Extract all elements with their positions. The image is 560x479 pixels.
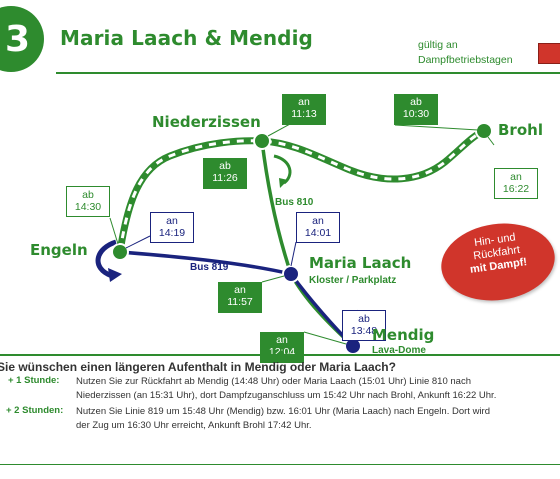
maria-laach-bus-arrival-box: an 14:01 (296, 212, 340, 243)
time-label: an (276, 334, 288, 346)
brohl-departure-box: ab 10:30 (394, 94, 438, 125)
route-map (95, 122, 495, 354)
option-text-line: der Zug um 16:30 Uhr erreicht, Ankunft B… (76, 420, 312, 431)
footer-divider-bottom (0, 464, 560, 465)
time-label: an (510, 171, 522, 183)
header-divider (56, 72, 560, 74)
option-text-line: Nutzen Sie Linie 819 um 15:48 Uhr (Mendi… (76, 406, 490, 417)
engeln-turn-arrow (95, 239, 117, 279)
niederzissen-dot (253, 132, 271, 150)
time-value: 12:04 (268, 346, 296, 358)
station-niederzissen: Niederzissen (152, 113, 261, 131)
niederzissen-departure-box: ab 11:26 (203, 158, 247, 189)
time-label: ab (82, 189, 94, 201)
time-value: 11:57 (227, 296, 253, 308)
route-number: 3 (4, 18, 30, 60)
time-value: 11:13 (291, 108, 317, 120)
engeln-arrival-box: an 14:19 (150, 212, 194, 243)
station-brohl: Brohl (498, 121, 543, 139)
engeln-departure-box: ab 14:30 (66, 186, 110, 217)
validity-line-1: gültig an (418, 39, 458, 51)
validity-note: gültig an Dampfbetriebstagen (418, 38, 513, 68)
station-mendig: Mendig (372, 326, 435, 344)
brohl-dot (475, 122, 493, 140)
time-label: an (234, 284, 246, 296)
time-value: 14:01 (304, 227, 332, 239)
engeln-dot (111, 243, 129, 261)
time-value: 14:19 (158, 227, 186, 239)
niederzissen-arrival-box: an 11:13 (282, 94, 326, 125)
validity-color-swatch (538, 43, 560, 64)
station-maria-laach-sub: Kloster / Parkplatz (309, 275, 397, 286)
time-label: an (298, 96, 310, 108)
time-value: 13:48 (350, 325, 378, 337)
footer-question: Sie wünschen einen längeren Aufenthalt i… (0, 360, 396, 374)
option-text: Nutzen Sie Linie 819 um 15:48 Uhr (Mendi… (76, 405, 560, 433)
time-value: 10:30 (402, 108, 430, 120)
maria-laach-dot (282, 265, 300, 283)
station-engeln: Engeln (30, 241, 88, 259)
station-maria-laach: Maria Laach (309, 254, 412, 272)
option-label: + 2 Stunden: (6, 405, 64, 416)
bus-819-line (119, 250, 355, 348)
mendig-arrival-box: an 12:04 (260, 332, 304, 363)
time-value: 14:30 (74, 201, 102, 213)
validity-line-2: Dampfbetriebstagen (418, 54, 513, 66)
time-value: 11:26 (212, 172, 238, 184)
station-mendig-sub: Lava-Dome (372, 345, 426, 356)
option-label: + 1 Stunde: (8, 375, 60, 386)
time-label: an (166, 215, 178, 227)
time-value: 16:22 (502, 183, 530, 195)
option-text-line: Nutzen Sie zur Rückfahrt ab Mendig (14:4… (76, 376, 471, 387)
footer-divider-top (0, 354, 560, 356)
mendig-bus-departure-box: ab 13:48 (342, 310, 386, 341)
time-label: an (312, 215, 324, 227)
route-title: Maria Laach & Mendig (60, 26, 313, 50)
bus-810-line (260, 140, 355, 348)
maria-laach-arrival-box: an 11:57 (218, 282, 262, 313)
brohl-arrival-box: an 16:22 (494, 168, 538, 199)
bus-819-label: Bus 819 (190, 262, 229, 273)
option-text: Nutzen Sie zur Rückfahrt ab Mendig (14:4… (76, 375, 560, 403)
time-label: ab (410, 96, 422, 108)
time-label: ab (358, 313, 370, 325)
bus-810-label: Bus 810 (275, 197, 314, 208)
option-text-line: Niederzissen (an 15:31 Uhr), dort Dampfz… (76, 390, 497, 401)
time-label: ab (219, 160, 231, 172)
